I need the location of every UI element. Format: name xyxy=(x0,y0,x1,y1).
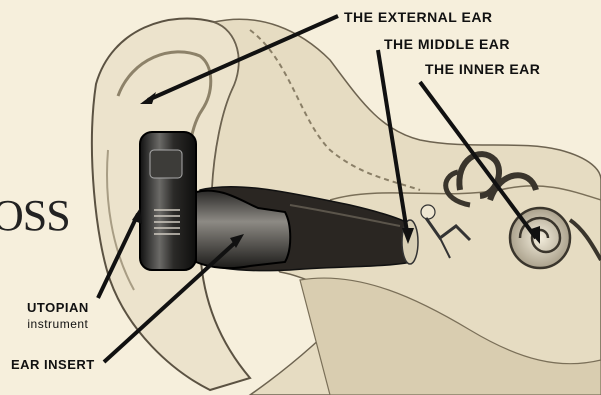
label-utopian-instrument: UTOPIAN instrument xyxy=(27,300,89,332)
partial-title-text: OSS xyxy=(0,190,70,241)
label-ear-insert: EAR INSERT xyxy=(11,357,95,372)
label-utopian: UTOPIAN xyxy=(27,300,89,316)
utopian-hearing-instrument xyxy=(140,132,196,270)
label-instrument: instrument xyxy=(27,316,89,332)
label-external-ear: THE EXTERNAL EAR xyxy=(344,9,493,25)
label-middle-ear: THE MIDDLE EAR xyxy=(384,36,510,52)
label-inner-ear: THE INNER EAR xyxy=(425,61,540,77)
